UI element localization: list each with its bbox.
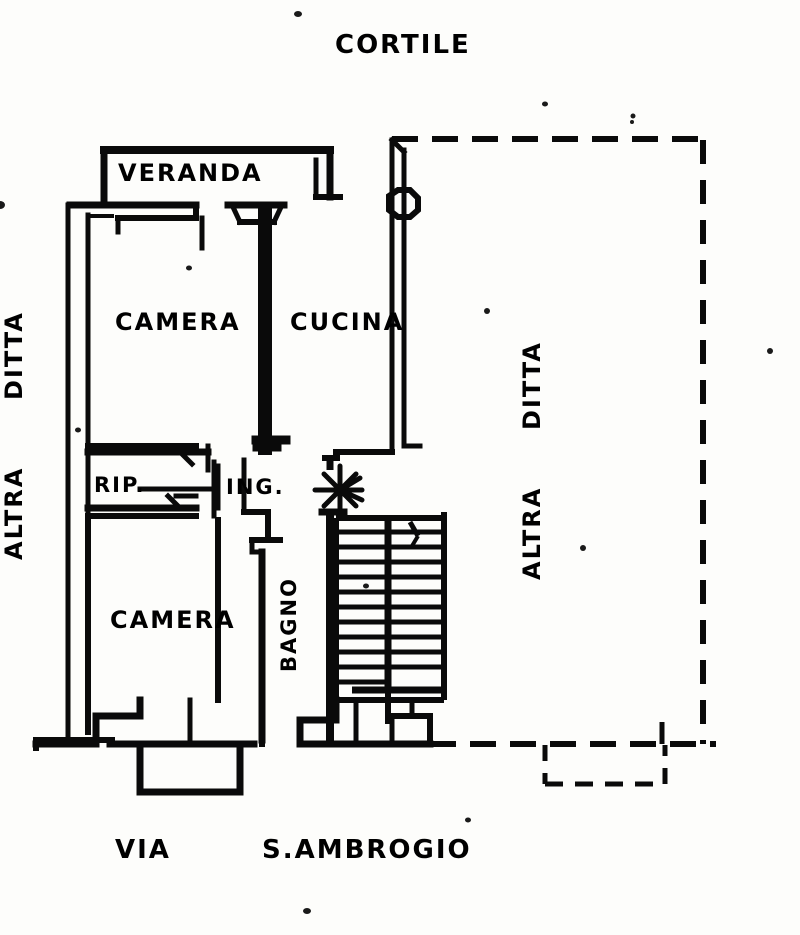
- label-street-name: S.AMBROGIO: [262, 835, 472, 865]
- label-room-bagno: BAGNO: [277, 577, 301, 672]
- label-room-camera-lower: CAMERA: [110, 606, 236, 634]
- label-room-ingresso: ING.: [226, 475, 285, 499]
- property-boundary-dashed: [392, 136, 716, 787]
- label-room-veranda: VERANDA: [118, 159, 263, 187]
- label-right-boundary-line1: ALTRA: [518, 487, 546, 580]
- staircase: [333, 512, 447, 724]
- label-left-boundary-line1: ALTRA: [0, 467, 28, 560]
- column-node-upper: [386, 187, 421, 220]
- label-room-ripostiglio: RIP.: [94, 473, 146, 497]
- entrance-star-icon: [312, 463, 365, 517]
- entrance-door-jamb: [322, 455, 340, 520]
- structural-walls: [32, 136, 434, 796]
- label-street-prefix: VIA: [115, 835, 171, 865]
- label-left-boundary-line2: DITTA: [0, 311, 28, 400]
- label-cortile: CORTILE: [335, 30, 471, 60]
- label-room-camera-upper: CAMERA: [115, 308, 241, 336]
- label-room-cucina: CUCINA: [290, 308, 404, 336]
- scan-speckles: [0, 11, 773, 914]
- label-right-boundary-line2: DITTA: [518, 341, 546, 430]
